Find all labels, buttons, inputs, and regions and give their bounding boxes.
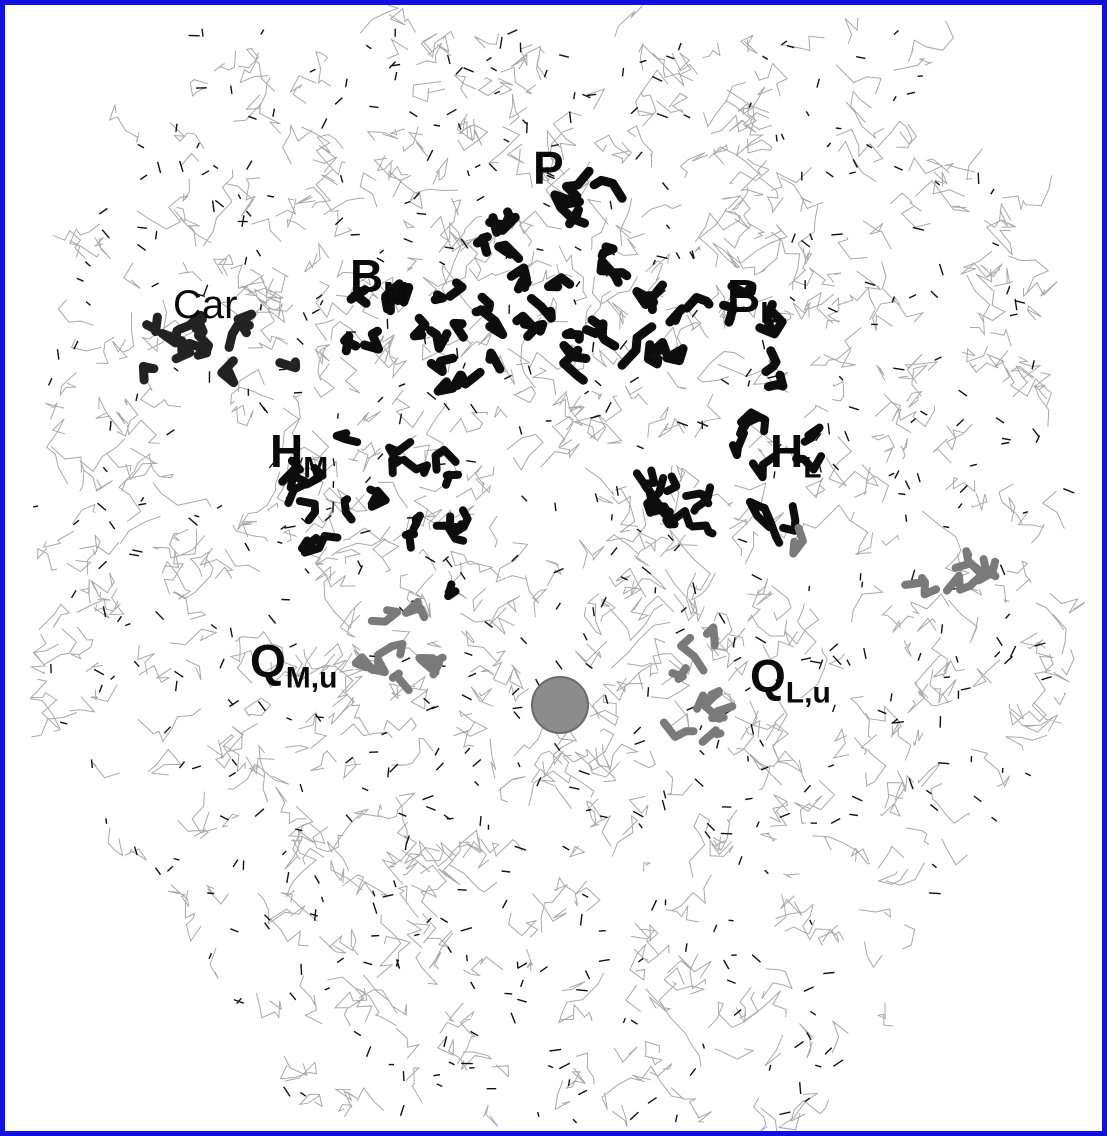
cofactor-h-l	[632, 408, 826, 547]
side-chain-ticks	[32, 28, 1075, 1124]
label-b-m: BM	[350, 250, 409, 310]
cofactor-b-m	[340, 278, 485, 396]
cofactor-q-l	[659, 623, 737, 746]
cofactor-q-m	[351, 597, 447, 695]
cofactor-tail	[789, 523, 1000, 599]
iron-sphere	[531, 676, 589, 734]
cofactor-b-l	[617, 280, 788, 392]
label-q-m-u: QM,u	[250, 635, 338, 695]
label-car: Car	[173, 283, 238, 327]
cofactor-carotenoid	[138, 309, 301, 388]
label-b-l: BL	[727, 270, 779, 330]
cofactor-special-pair	[471, 166, 632, 385]
protein-backbone-mesh	[29, 5, 1086, 1131]
label-h-l: HL	[770, 425, 822, 485]
label-h-m: HM	[270, 425, 329, 485]
label-q-l-u: QL,u	[750, 650, 831, 710]
cofactor-h-m	[278, 429, 472, 601]
label-p: P	[533, 142, 564, 194]
